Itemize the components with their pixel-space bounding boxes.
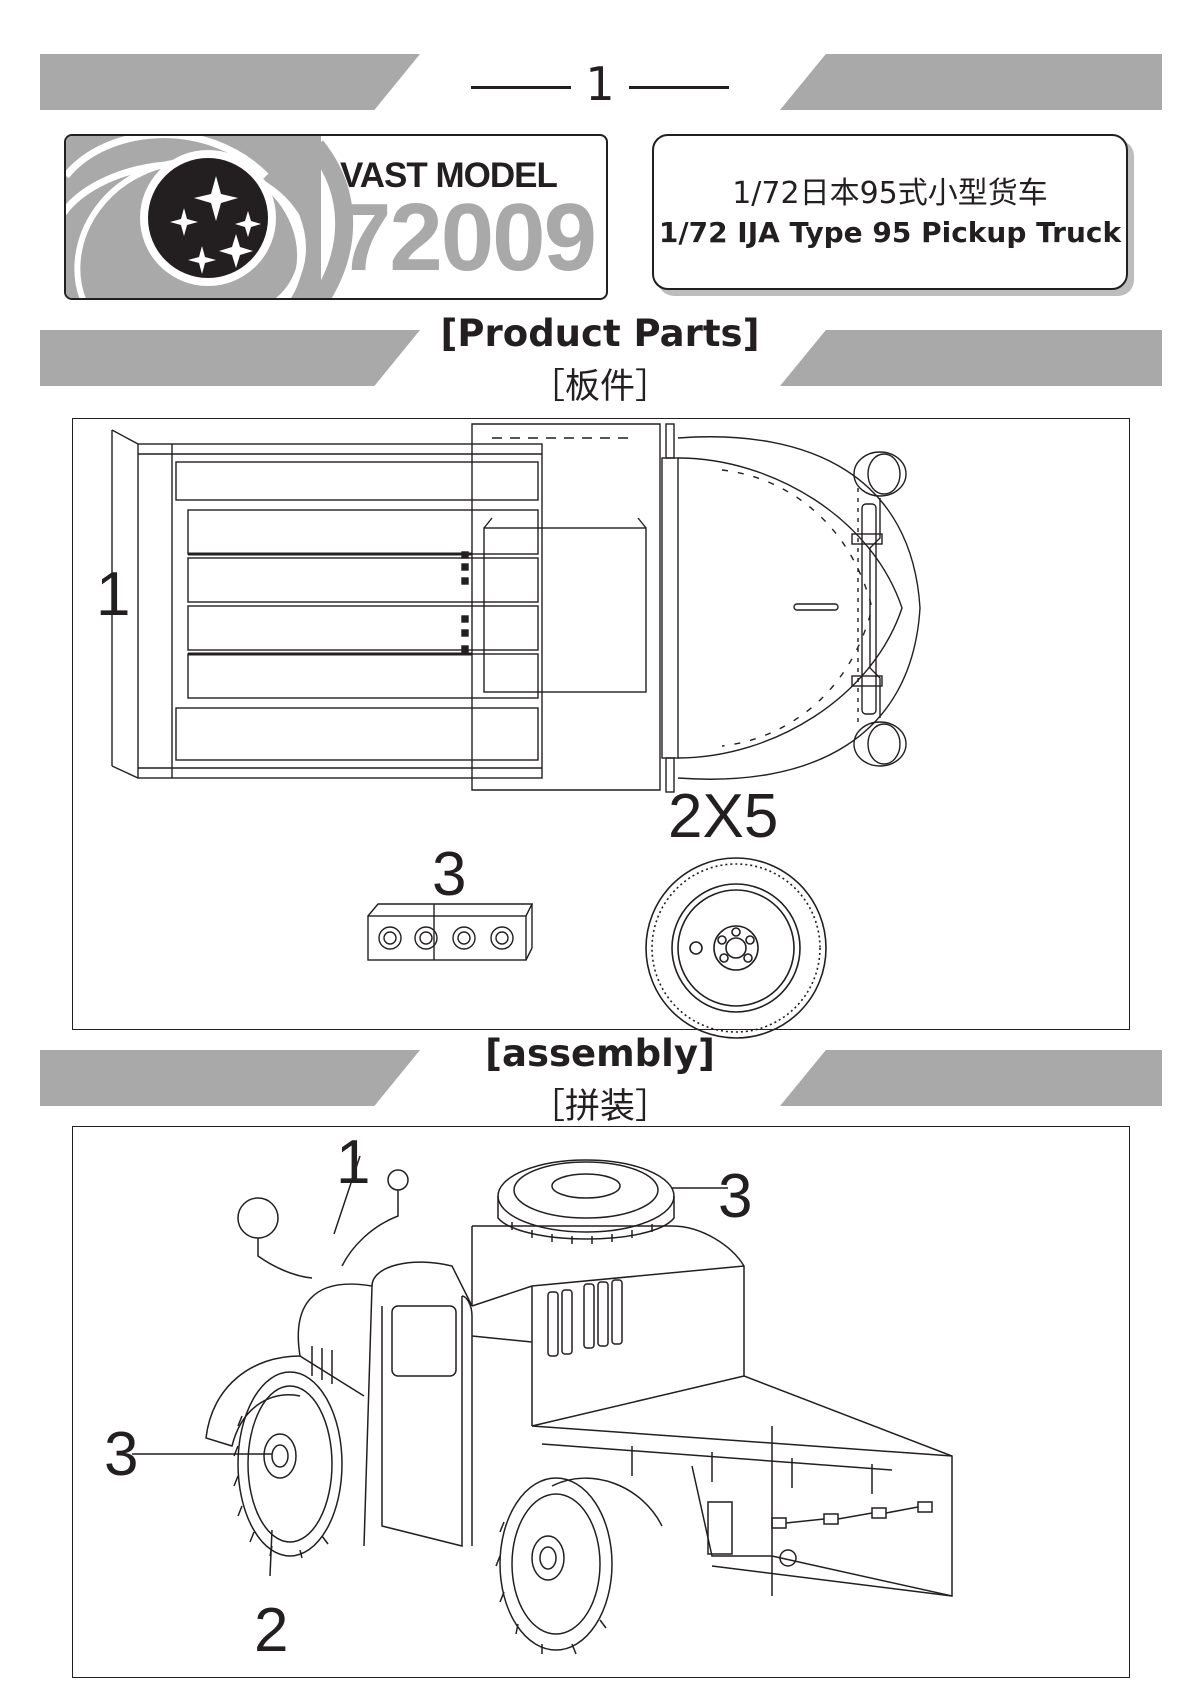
truck-body-top-view: [111, 423, 921, 793]
hubcap-strip-part-icon: [367, 903, 534, 961]
assembly-heading: [assembly]: [485, 1032, 715, 1075]
logo-box: [64, 134, 608, 300]
header-band-left: [40, 54, 420, 110]
assembly-label-1: 1: [336, 1128, 371, 1197]
parts-heading-cn: ［板件］: [529, 367, 670, 407]
assembly-label-3-top: 3: [718, 1162, 753, 1231]
parts-heading: [Product Parts]: [440, 312, 760, 355]
page-number: 1: [0, 56, 1200, 112]
header-band-right: [780, 54, 1162, 110]
part-label-3: 3: [432, 840, 467, 909]
assembly-label-3-left: 3: [104, 1420, 139, 1489]
assembly-label-2: 2: [254, 1596, 289, 1665]
parts-band-left: [40, 330, 420, 386]
part-label-1: 1: [96, 560, 131, 629]
title-chinese: 1/72日本95式小型货车: [732, 176, 1048, 211]
assembly-band-left: [40, 1050, 420, 1106]
title-box: [652, 134, 1128, 290]
assembly-band-right: [780, 1050, 1162, 1106]
parts-panel: [72, 418, 1130, 1030]
truck-assembly-illustration: [132, 1155, 953, 1655]
title-english: 1/72 IJA Type 95 Pickup Truck: [658, 216, 1122, 249]
brand-name: VAST MODEL: [340, 156, 558, 195]
assembly-heading-cn: ［拼装］: [529, 1087, 670, 1127]
parts-band-right: [780, 330, 1162, 386]
swirl-logo-icon: [66, 136, 354, 298]
product-code: 72009: [338, 184, 597, 291]
wheel-part-icon: [645, 857, 827, 1039]
part-label-2x5: 2X5: [668, 782, 779, 851]
